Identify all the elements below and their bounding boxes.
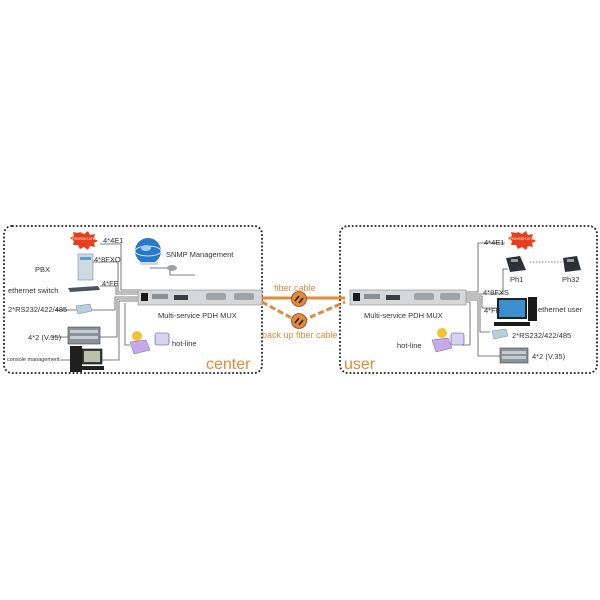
center-pdh-badge: PDH/SDH ATM: [70, 231, 98, 250]
console-computer-icon: [70, 346, 104, 372]
snmp-globe-icon: [134, 238, 177, 271]
serial-modem-icon: [75, 303, 93, 315]
ethernet-user-label: ethernet user: [538, 305, 583, 314]
user-serial-modem-icon: [491, 328, 509, 340]
v35-label: 4*2 (V.35): [28, 333, 62, 342]
snmp-label: SNMP Management: [166, 250, 234, 259]
ethernet-switch-icon: [68, 286, 100, 292]
ethernet-user-pc-icon: [494, 297, 537, 326]
center-mux-label: Multi-service PDH MUX: [158, 311, 237, 320]
backup-fiber-label: back up fiber cable: [262, 330, 338, 340]
user-pdh-mux-icon: [349, 289, 467, 306]
v35-device-icon: [67, 326, 101, 345]
center-zone-label: center: [206, 356, 251, 373]
port-label-e1: 4*4E1: [484, 238, 504, 247]
pbx-label: PBX: [35, 265, 50, 274]
ph32-label: Ph32: [562, 275, 580, 284]
port-label-fe: 4*FE: [484, 306, 501, 315]
ph1-label: Ph1: [510, 275, 523, 284]
port-label-fxo: 4*8FXO: [94, 255, 121, 264]
user-pdh-badge: PDH/SDH ATM: [508, 231, 536, 250]
user-v35-label: 4*2 (V.35): [532, 352, 566, 361]
center-hotline-phone-icon: [129, 331, 170, 355]
port-label-e1: 4*4E1: [103, 236, 123, 245]
fiber-cable-label: fiber cable: [274, 283, 316, 293]
phone-ph1-icon: [506, 256, 526, 272]
user-zone-label: user: [344, 356, 376, 373]
fiber-connector-icon: [291, 291, 307, 307]
pbx-icon: [77, 253, 94, 281]
user-mux-label: Multi-service PDH MUX: [364, 311, 443, 320]
port-label-fe: 4*FE: [102, 279, 119, 288]
center-hotline-label: hot-line: [172, 339, 197, 348]
backup-fiber-line: [261, 300, 346, 324]
serial-label: 2*RS232/422/485: [8, 305, 67, 314]
port-label-fxs: 4*8FXS: [483, 288, 509, 297]
backup-fiber-connector-icon: [291, 313, 307, 329]
center-pdh-mux-icon: [137, 289, 263, 306]
fiber-links: [261, 291, 346, 329]
ethernet-switch-label: ethernet switch: [8, 286, 58, 295]
phone-ph32-icon: [563, 256, 581, 272]
badge-text: PDH/SDH ATM: [72, 237, 96, 241]
badge-text: PDH/SDH ATM: [510, 237, 534, 241]
user-cables: [462, 242, 563, 357]
user-serial-label: 2*RS232/422/485: [512, 331, 571, 340]
console-label: console management: [7, 357, 60, 363]
user-v35-device-icon: [499, 347, 529, 364]
user-hotline-label: hot-line: [397, 341, 422, 350]
user-hotline-phone-icon: [431, 328, 465, 353]
